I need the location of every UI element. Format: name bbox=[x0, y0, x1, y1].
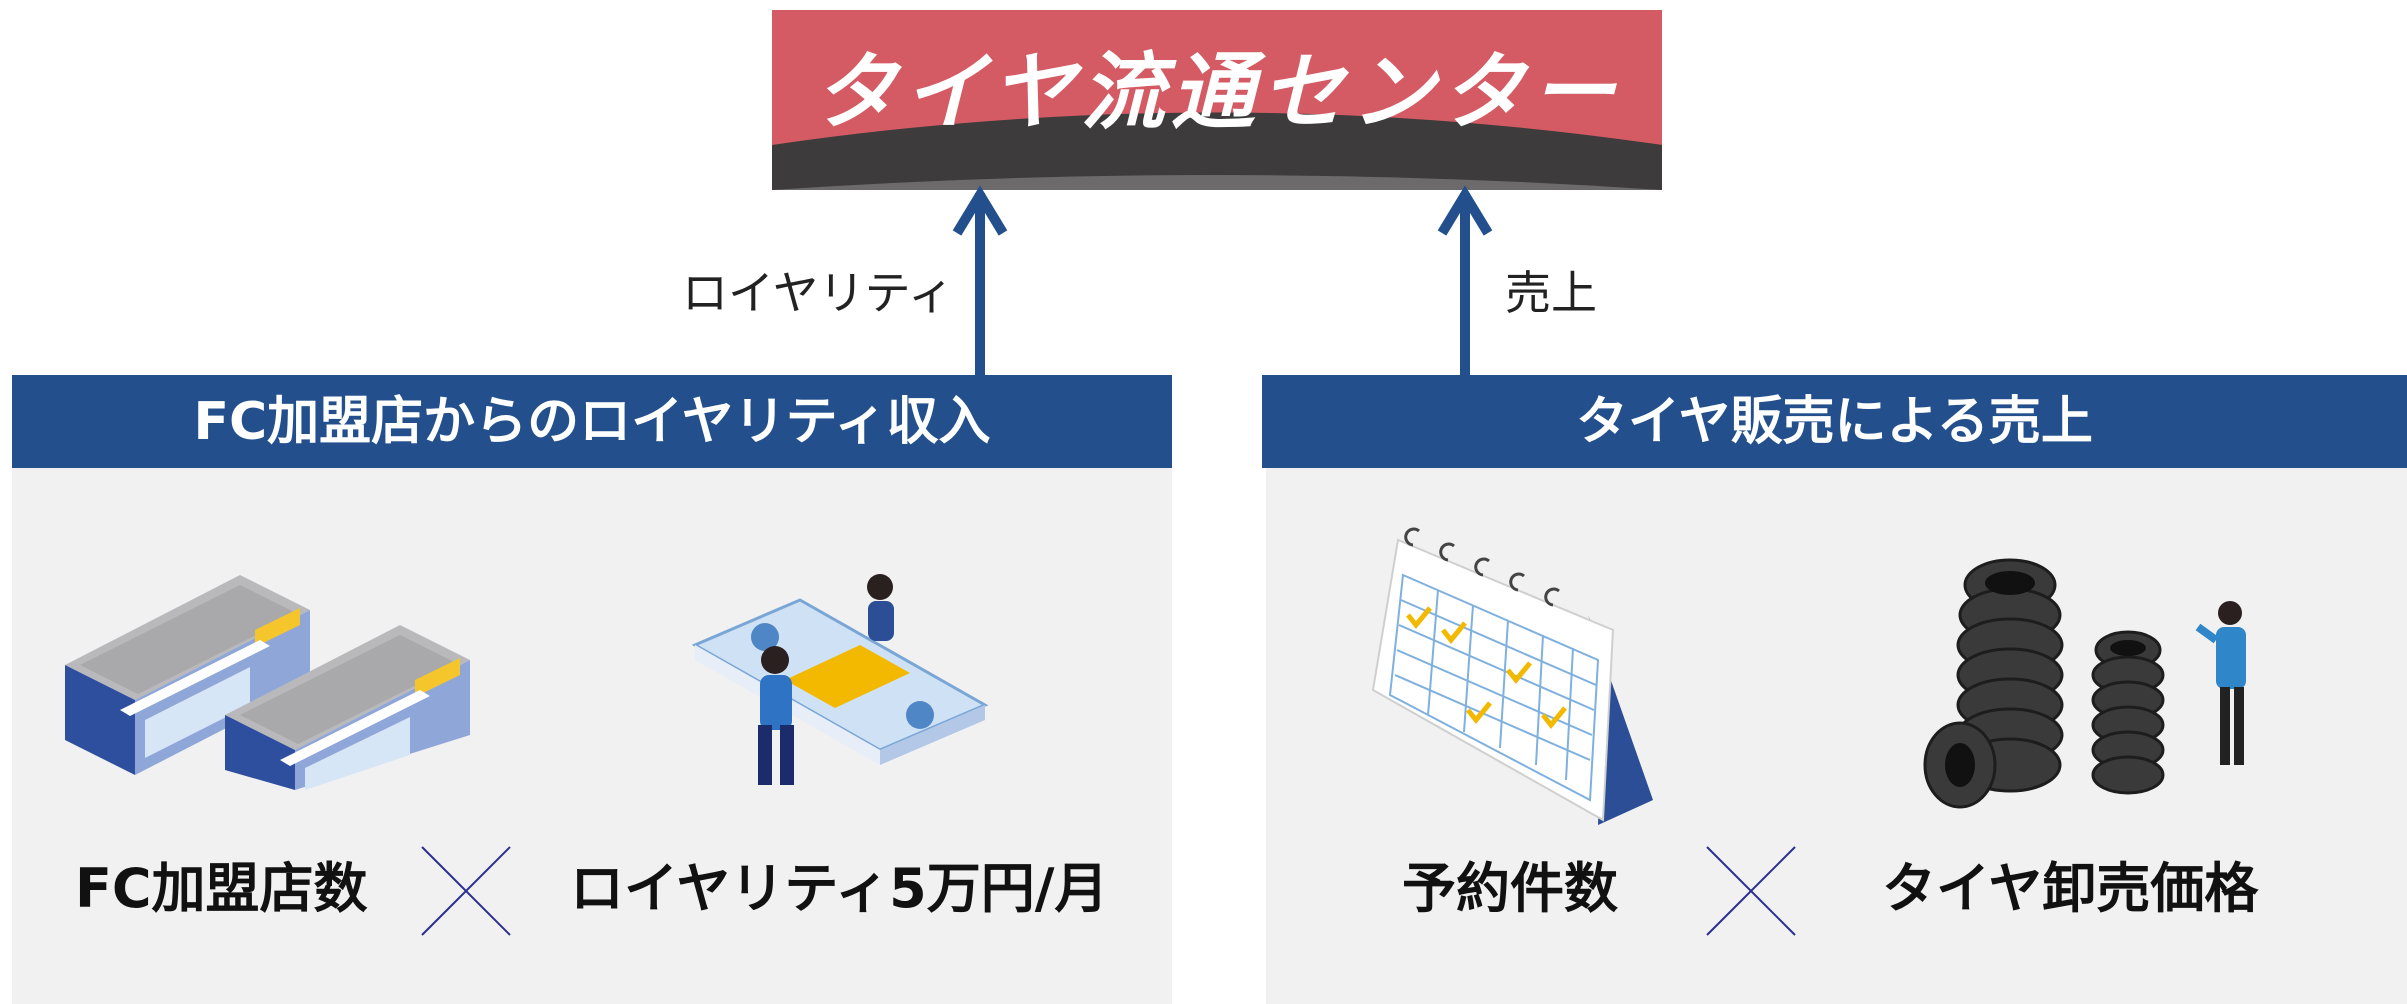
left-term-royalty-amount: ロイヤリティ5万円/月 bbox=[570, 857, 1109, 920]
left-panel-title: FC加盟店からのロイヤリティ収入 bbox=[12, 375, 1172, 468]
right-panel-title: タイヤ販売による売上 bbox=[1262, 375, 2407, 468]
logo-banner: タイヤ流通センター bbox=[772, 10, 1662, 190]
money-carry-icon bbox=[680, 565, 1000, 829]
royalty-flow-label: ロイヤリティ bbox=[682, 266, 954, 320]
left-up-arrow bbox=[950, 185, 1010, 375]
calendar-icon bbox=[1368, 520, 1658, 834]
right-multiply-icon bbox=[1705, 845, 1797, 937]
left-panel-title-text: FC加盟店からのロイヤリティ収入 bbox=[193, 391, 991, 452]
right-panel-title-text: タイヤ販売による売上 bbox=[1576, 391, 2093, 452]
right-term-reservation-count: 予約件数 bbox=[1402, 857, 1618, 920]
tire-stack-icon bbox=[1900, 545, 2270, 829]
sales-flow-label: 売上 bbox=[1505, 266, 1597, 320]
left-term-store-count: FC加盟店数 bbox=[75, 857, 368, 920]
logo-text: タイヤ流通センター bbox=[813, 43, 1621, 141]
right-term-wholesale-price: タイヤ卸売価格 bbox=[1882, 857, 2259, 920]
left-multiply-icon bbox=[420, 845, 512, 937]
store-buildings-icon bbox=[60, 570, 480, 794]
right-up-arrow bbox=[1435, 185, 1495, 375]
